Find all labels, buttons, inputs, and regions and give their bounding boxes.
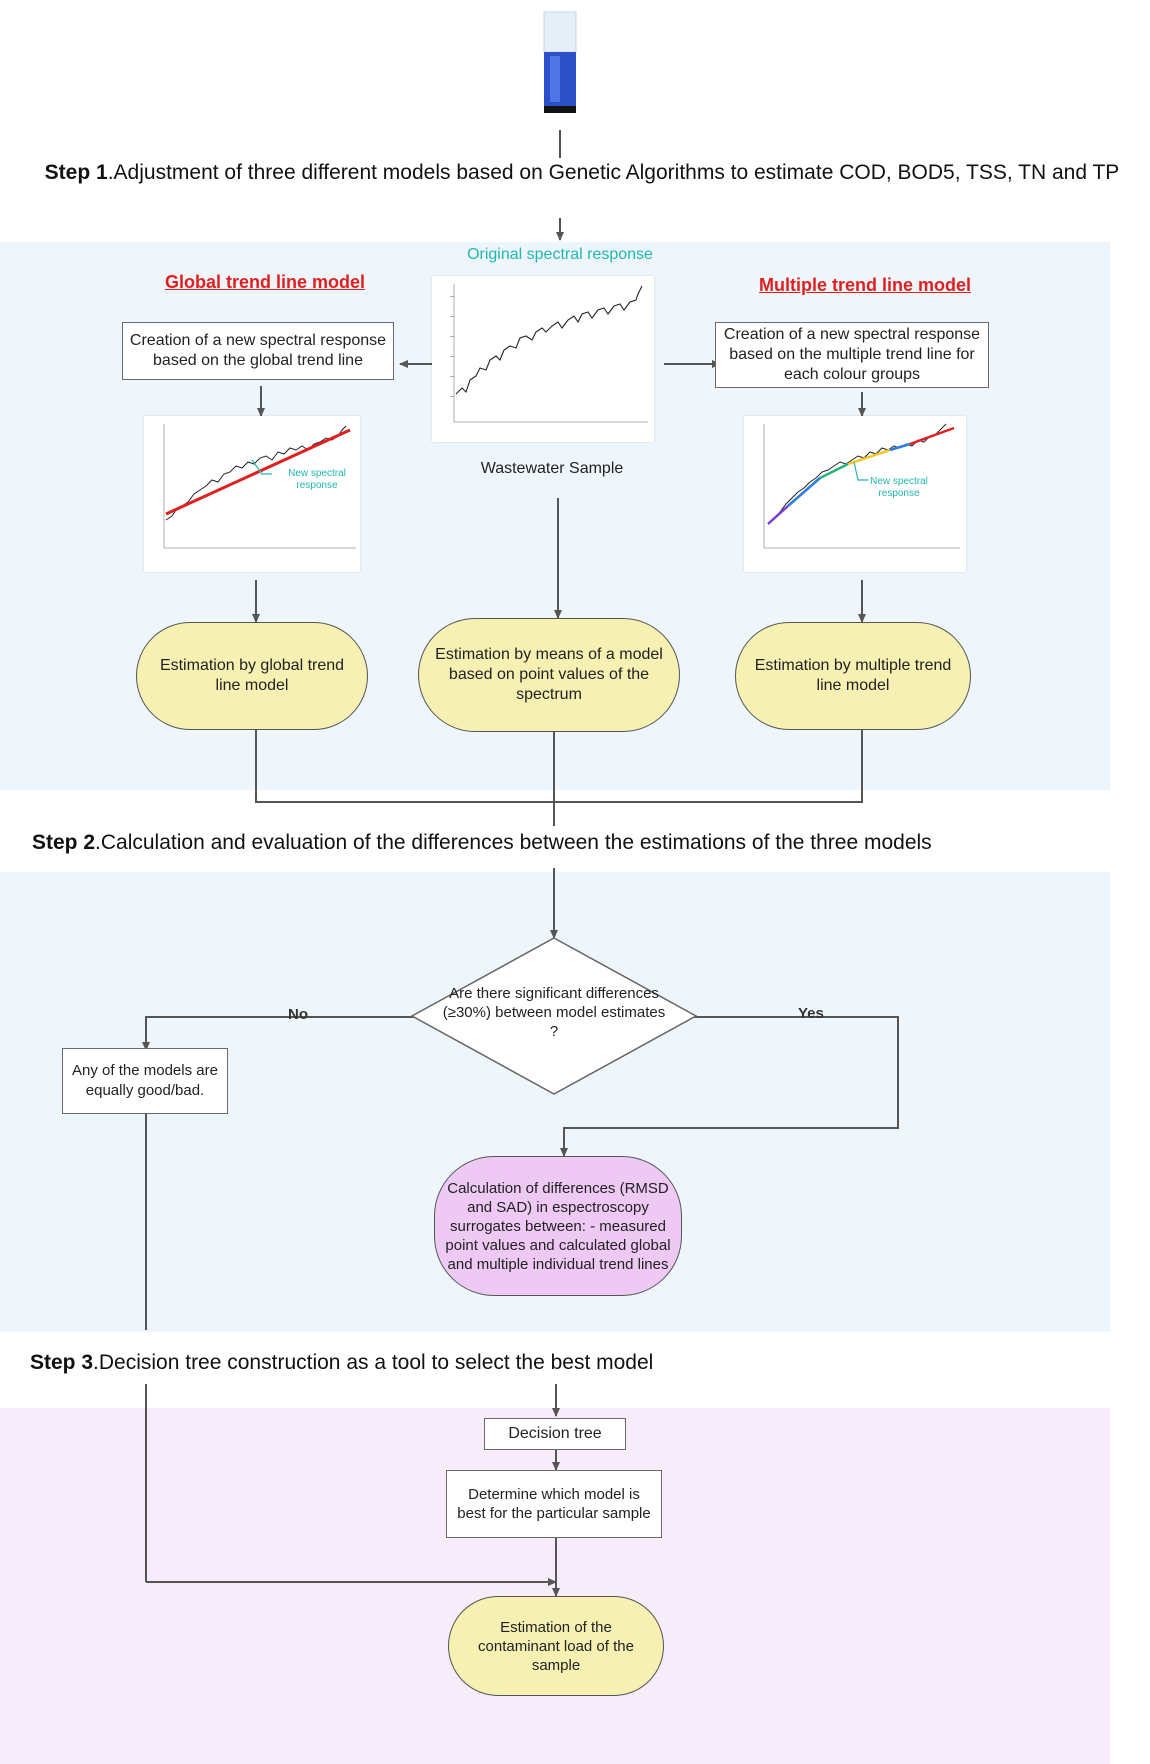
global-model-title: Global trend line model (164, 272, 366, 292)
step1-heading: Step 1.Adjustment of three different mod… (44, 161, 1120, 184)
calculation-box: Calculation of differences (RMSD and SAD… (434, 1156, 682, 1296)
multiple-estimation-box: Estimation by multiple trend line model (735, 622, 971, 730)
decision-diamond (410, 937, 698, 1095)
global-new-spectral-label: New spectral response (288, 468, 346, 491)
point-estimation-box: Estimation by means of a model based on … (418, 618, 680, 732)
determine-model-box: Determine which model is best for the pa… (446, 1470, 662, 1538)
wastewater-sample-label: Wastewater Sample (480, 460, 624, 477)
step3-heading: Step 3.Decision tree construction as a t… (30, 1351, 654, 1374)
step2-heading: Step 2.Calculation and evaluation of the… (32, 831, 932, 854)
decision-text: Are there significant differences (≥30%)… (442, 985, 666, 1040)
multiple-trend-plot (744, 416, 966, 572)
multiple-new-spectral-label: New spectral response (870, 476, 928, 499)
global-estimation-box: Estimation by global trend line model (136, 622, 368, 730)
cuvette-icon (543, 11, 577, 113)
multiple-creation-box: Creation of a new spectral response base… (715, 322, 989, 388)
final-estimation-box: Estimation of the contaminant load of th… (448, 1596, 664, 1696)
multiple-model-title: Multiple trend line model (758, 275, 971, 295)
global-creation-box: Creation of a new spectral response base… (122, 322, 394, 380)
yes-label: Yes (798, 1005, 824, 1022)
decision-tree-box: Decision tree (484, 1418, 626, 1450)
original-spectrum-plot (432, 276, 654, 442)
global-trend-plot (144, 416, 360, 572)
equal-models-box: Any of the models are equally good/bad. (62, 1048, 228, 1114)
no-label: No (288, 1006, 308, 1023)
original-spectral-label: Original spectral response (467, 246, 653, 263)
